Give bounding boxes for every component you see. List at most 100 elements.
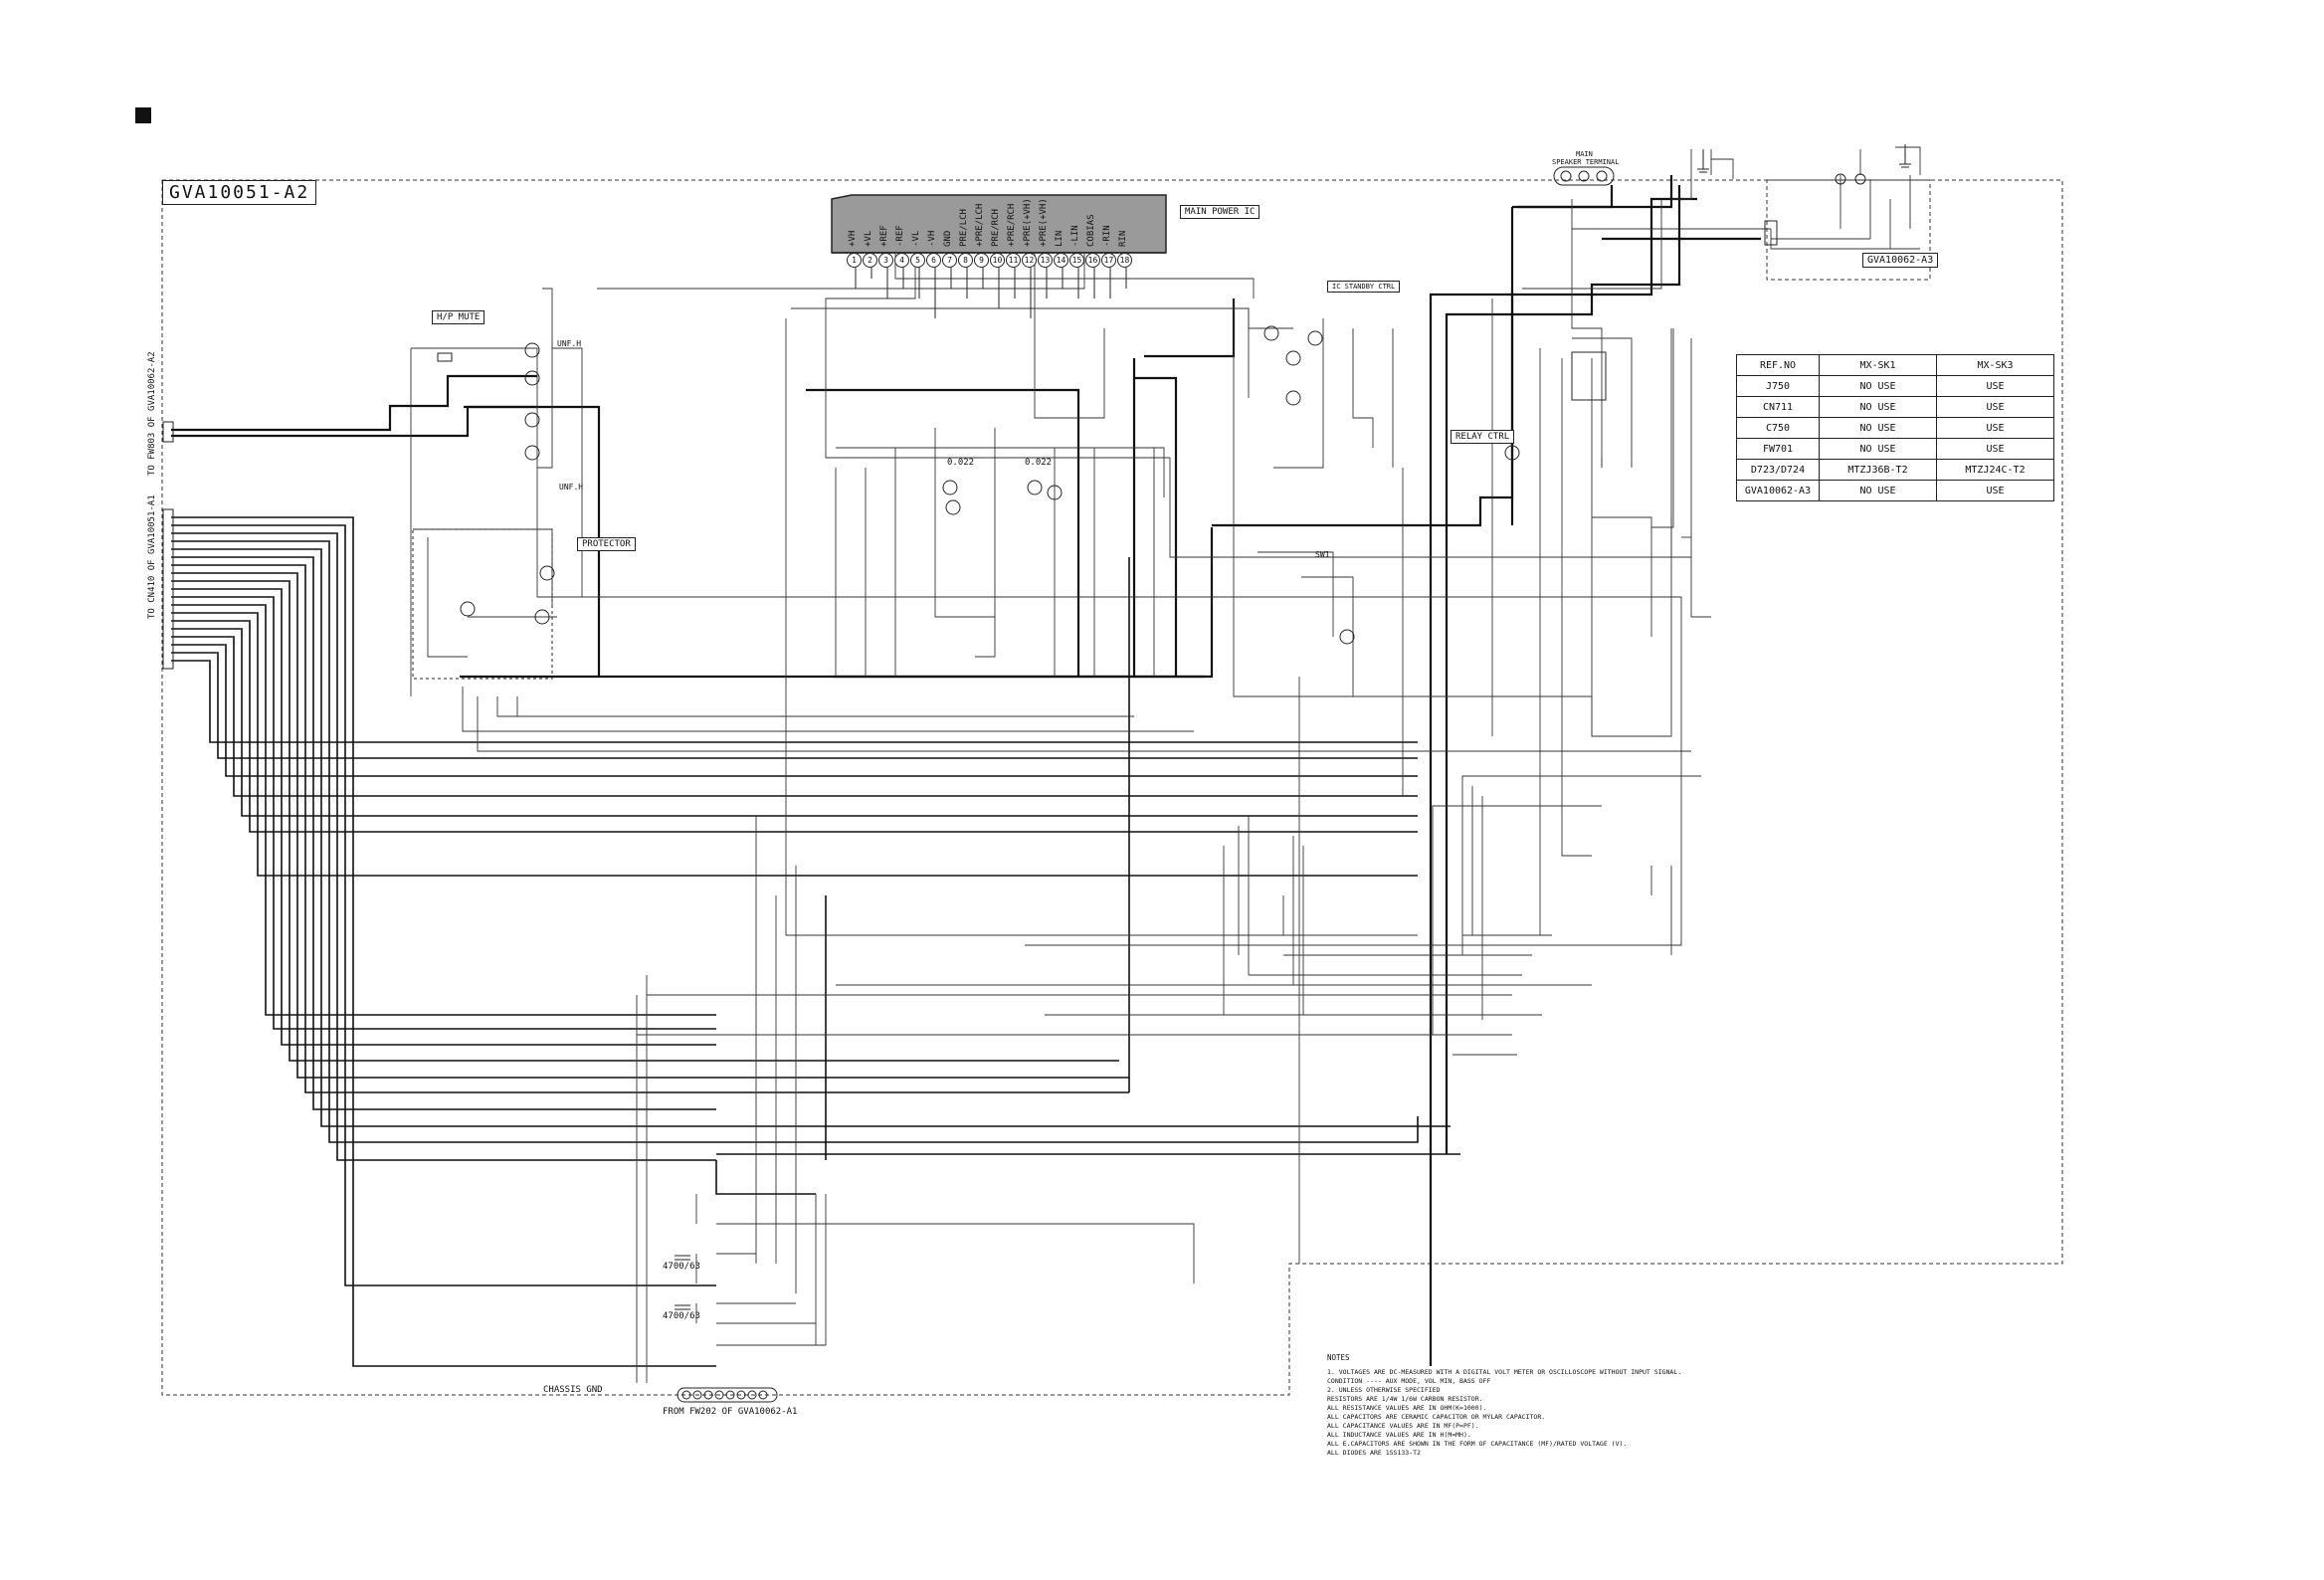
table-cell: NO USE <box>1819 375 1937 397</box>
ic-pin-name: -REF <box>895 225 905 247</box>
cap-label-0022-b: 0.022 <box>1025 458 1053 468</box>
ic-pin-number: 11 <box>1006 253 1021 268</box>
table-cell: NO USE <box>1819 396 1937 418</box>
table-cell: J750 <box>1736 375 1820 397</box>
table-cell: NO USE <box>1819 480 1937 501</box>
ic-pin-name: +PRE/RCH <box>1007 203 1017 247</box>
ic-pin-name: +REF <box>879 225 889 247</box>
from-fw202-label: FROM FW202 OF GVA10062-A1 <box>663 1407 798 1417</box>
notes-line: ALL RESISTANCE VALUES ARE IN OHM(K=1000)… <box>1327 1404 1487 1412</box>
table-cell: CN711 <box>1736 396 1820 418</box>
notes-title: NOTES <box>1327 1353 1350 1362</box>
ic-pin-number: 15 <box>1069 253 1084 268</box>
ic-pin-name: PRE/RCH <box>991 209 1001 247</box>
ic-pin-number: 10 <box>990 253 1005 268</box>
chassis-gnd-label: CHASSIS GND <box>543 1385 603 1395</box>
notes-line: 2. UNLESS OTHERWISE SPECIFIED <box>1327 1386 1441 1394</box>
hp-mute-label: H/P MUTE <box>432 310 485 324</box>
table-cell: C750 <box>1736 417 1820 439</box>
speaker-terminal-main: MAIN <box>1576 150 1593 158</box>
ic-pin-number: 6 <box>926 253 941 268</box>
ref-header-sk3: MX-SK3 <box>1936 354 2054 376</box>
ic-pin-name: RIN <box>1118 230 1128 247</box>
ic-pin-name: LIN <box>1055 230 1065 247</box>
ic-pin-number: 5 <box>910 253 925 268</box>
ic-pin-number: 1 <box>847 253 862 268</box>
notes-block: NOTES 1. VOLTAGES ARE DC-MEASURED WITH A… <box>1327 1353 1844 1458</box>
notes-line: ALL E.CAPACITORS ARE SHOWN IN THE FORM O… <box>1327 1440 1628 1448</box>
unf-h-label-a: UNF.H <box>557 339 582 348</box>
main-power-ic-label: MAIN POWER IC <box>1180 205 1260 219</box>
ic-pin-number: 2 <box>863 253 877 268</box>
board-border <box>161 179 2063 1396</box>
notes-line: RESISTORS ARE 1/4W 1/6W CARBON RESISTOR. <box>1327 1395 1483 1403</box>
table-cell: MTZJ36B-T2 <box>1819 459 1937 481</box>
ic-pin-name: +PRE(+VH) <box>1039 198 1049 247</box>
table-cell: USE <box>1936 480 2054 501</box>
ref-table-header: REF.NO MX-SK1 MX-SK3 <box>1736 354 2054 376</box>
ic-pin-number: 12 <box>1022 253 1037 268</box>
table-cell: NO USE <box>1819 417 1937 439</box>
table-cell: USE <box>1936 375 2054 397</box>
notes-line: CONDITION ---- AUX MODE, VOL MIN, BASS O… <box>1327 1377 1491 1385</box>
table-row: FW701 NO USE USE <box>1736 438 2054 460</box>
ic-pin-number: 7 <box>942 253 957 268</box>
notes-line: 1. VOLTAGES ARE DC-MEASURED WITH A DIGIT… <box>1327 1368 1682 1376</box>
table-row: C750 NO USE USE <box>1736 417 2054 439</box>
notes-line: ALL DIODES ARE 1SS133-T2 <box>1327 1449 1421 1457</box>
ic-pin-number: 4 <box>894 253 909 268</box>
ic-pin-number: 16 <box>1085 253 1100 268</box>
relay-ctrl-label: RELAY CTRL <box>1451 430 1515 444</box>
ic-pin-stubs <box>855 266 1127 318</box>
ic-pin-name: GND <box>943 230 953 247</box>
ic-pin-number: 18 <box>1117 253 1132 268</box>
ic-pin-name: -VL <box>911 230 921 247</box>
ic-pin-name: +VL <box>864 230 873 247</box>
notes-line: ALL CAPACITANCE VALUES ARE IN MF(P=PF). <box>1327 1422 1479 1430</box>
ic-pin-name: COBIAS <box>1086 214 1096 247</box>
ic-pin-name: -RIN <box>1102 225 1112 247</box>
notes-line: ALL INDUCTANCE VALUES ARE IN H(M=MH). <box>1327 1431 1471 1439</box>
cap-label-4700-a: 4700/63 <box>663 1262 700 1272</box>
table-cell: USE <box>1936 417 2054 439</box>
signal-wires <box>410 146 1921 1383</box>
ic-pin-number: 14 <box>1054 253 1068 268</box>
ref-header-ref: REF.NO <box>1736 354 1820 376</box>
marker-square <box>135 107 151 123</box>
table-cell: USE <box>1936 396 2054 418</box>
ic-pin-name: -VH <box>927 230 937 247</box>
table-cell: GVA10062-A3 <box>1736 480 1820 501</box>
ic-pin-name: -LIN <box>1070 225 1080 247</box>
ic-pin-number: 8 <box>958 253 973 268</box>
components <box>162 144 1911 1403</box>
ic-pin-number: 9 <box>974 253 989 268</box>
table-cell: NO USE <box>1819 438 1937 460</box>
cap-label-4700-b: 4700/63 <box>663 1311 700 1321</box>
ic-pin-number: 13 <box>1038 253 1053 268</box>
ic-pin-name: +PRE/LCH <box>975 203 985 247</box>
table-row: GVA10062-A3 NO USE USE <box>1736 480 2054 501</box>
cap-label-0022-a: 0.022 <box>947 458 975 468</box>
board-title: GVA10051-A2 <box>162 180 317 205</box>
ic-pin-number: 17 <box>1101 253 1116 268</box>
table-cell: FW701 <box>1736 438 1820 460</box>
standby-ctrl-label: IC STANDBY CTRL <box>1327 281 1401 293</box>
ic-pin-name: +VH <box>848 230 858 247</box>
heavy-wires <box>171 175 1761 1366</box>
table-row: CN711 NO USE USE <box>1736 396 2054 418</box>
table-cell: MTZJ24C-T2 <box>1936 459 2054 481</box>
table-cell: D723/D724 <box>1736 459 1820 481</box>
table-row: J750 NO USE USE <box>1736 375 2054 397</box>
bus-lines <box>171 516 1460 1367</box>
speaker-terminal-label: SPEAKER TERMINAL <box>1552 158 1620 166</box>
ref-header-sk1: MX-SK1 <box>1819 354 1937 376</box>
notes-line: ALL CAPACITORS ARE CERAMIC CAPACITOR OR … <box>1327 1413 1546 1421</box>
sw1-label: SW1 <box>1315 550 1330 559</box>
table-row: D723/D724 MTZJ36B-T2 MTZJ24C-T2 <box>1736 459 2054 481</box>
unf-h-label-b: UNF.H <box>559 483 584 492</box>
sub-board-title: GVA10062-A3 <box>1862 253 1939 268</box>
ref-table: REF.NO MX-SK1 MX-SK3 J750 NO USE USE CN7… <box>1736 354 2054 501</box>
table-cell: USE <box>1936 438 2054 460</box>
to-cn410-label: TO CN410 OF GVA10051-A1 <box>147 494 157 619</box>
